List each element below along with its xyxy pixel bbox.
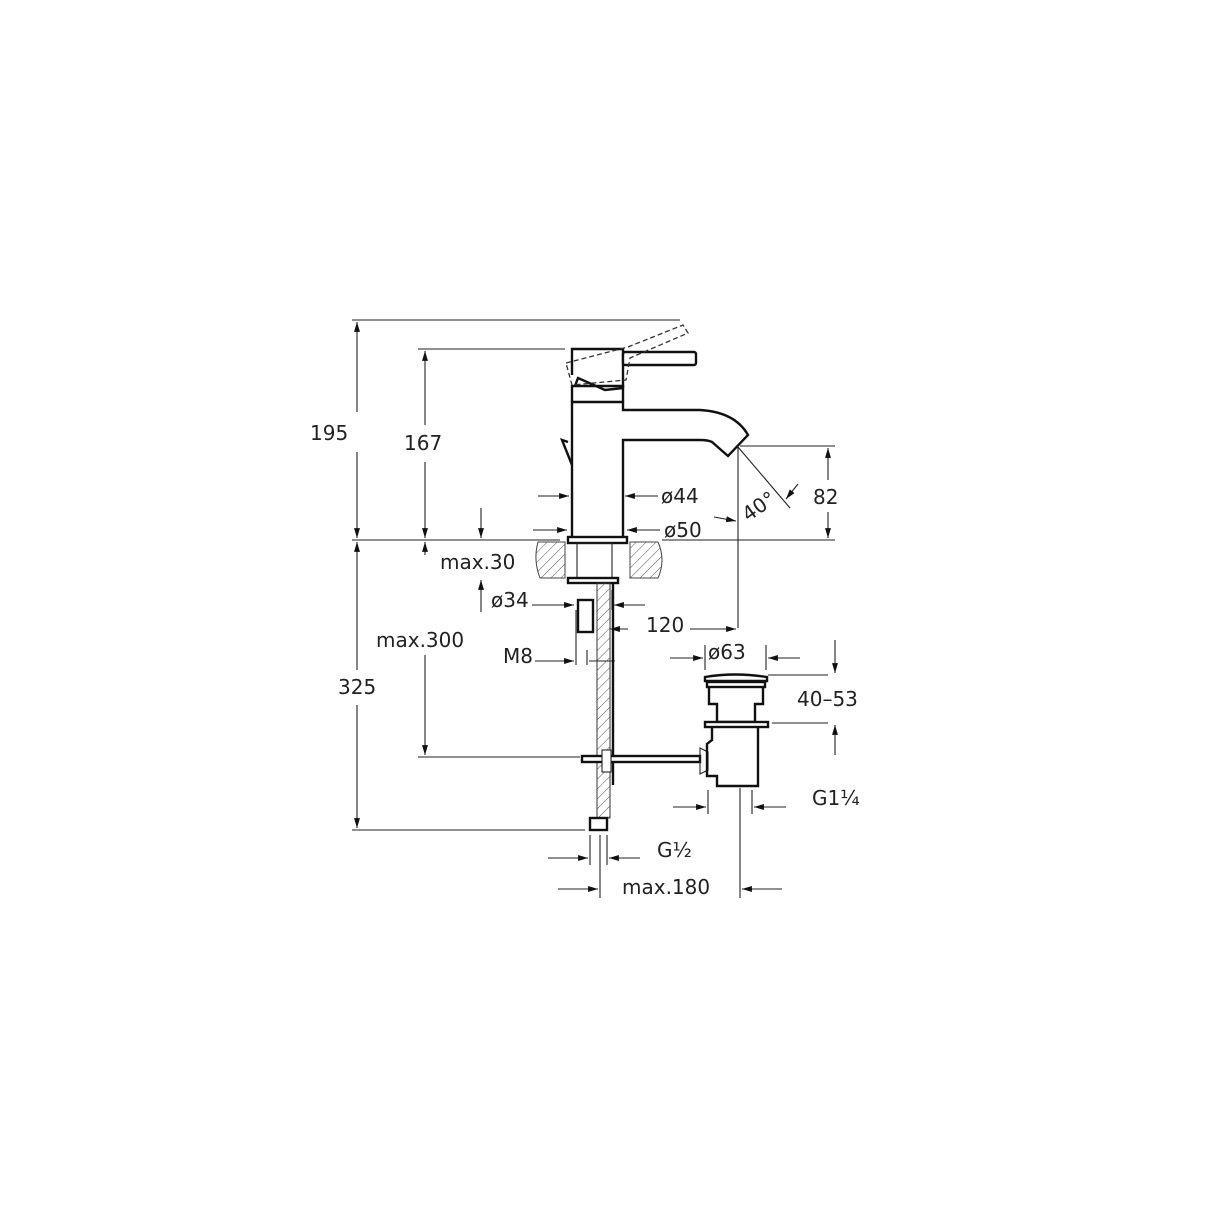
label-body-diameter: ø44 (661, 484, 699, 508)
label-stud-thread: M8 (503, 644, 533, 668)
label-spout-height: 82 (813, 485, 838, 509)
dimension-lines (354, 322, 838, 892)
pop-up-waste (703, 673, 770, 788)
dimension-labels: 195 167 82 40° ø44 ø50 max.30 ø34 120 ma… (310, 421, 860, 899)
label-hose-length: 325 (338, 675, 376, 699)
label-body-height: 167 (404, 431, 442, 455)
label-shank-diameter: ø34 (491, 588, 529, 612)
tap-connections (566, 542, 709, 832)
countertop-section (535, 541, 663, 579)
label-max-reach: max.180 (622, 875, 710, 899)
label-spout-reach: 120 (646, 613, 684, 637)
label-max-rod: max.300 (376, 628, 464, 652)
label-total-height: 195 (310, 421, 348, 445)
label-waste-thread: G1¼ (812, 786, 860, 810)
tap-body (559, 324, 750, 545)
extension-lines (352, 319, 835, 898)
label-waste-range: 40–53 (797, 687, 858, 711)
label-hose-thread: G½ (657, 838, 692, 862)
label-base-diameter: ø50 (664, 518, 702, 542)
label-max-counter: max.30 (440, 550, 515, 574)
label-spout-angle: 40° (737, 486, 780, 526)
label-waste-diameter: ø63 (708, 640, 746, 664)
